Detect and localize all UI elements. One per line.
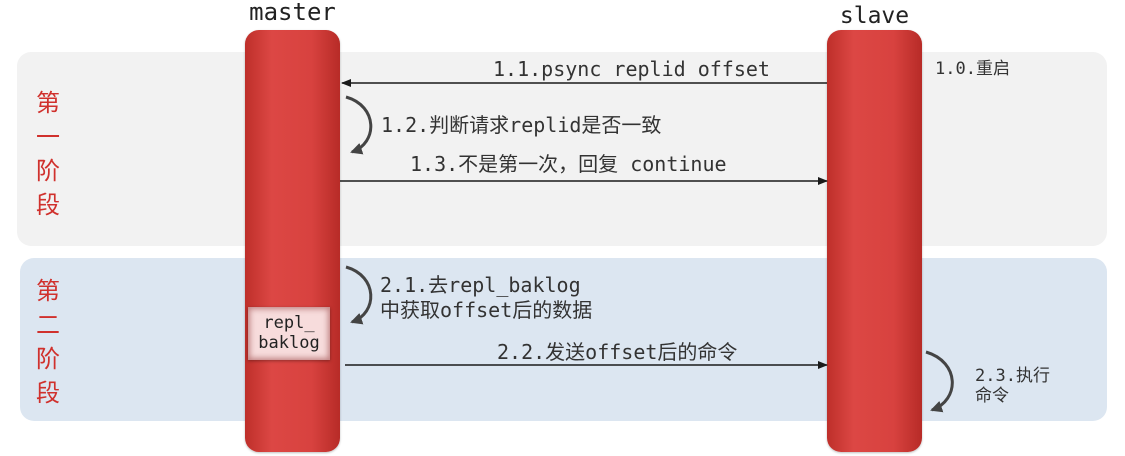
step-2-3-label-line1: 2.3.执行 — [975, 366, 1050, 386]
step-2-1-label-line1: 2.1.去repl_baklog — [380, 273, 581, 297]
step-1-3-label: 1.3.不是第一次，回复 continue — [410, 152, 727, 176]
master-title: master — [249, 0, 336, 26]
step-2-3-label-line2: 命令 — [975, 386, 1009, 406]
loop-1-2-check-replid — [345, 95, 373, 155]
buffer-label-line2: baklog — [258, 333, 320, 353]
repl-baklog-buffer: repl_ baklog — [248, 307, 330, 360]
step-1-0-label: 1.0.重启 — [935, 59, 1010, 79]
step-1-2-label: 1.2.判断请求replid是否一致 — [381, 113, 662, 137]
slave-title: slave — [839, 3, 910, 29]
phase-two-background — [20, 258, 1107, 421]
phase-one-background — [17, 52, 1107, 246]
slave-lifeline — [827, 30, 922, 452]
buffer-label-line1: repl_ — [263, 313, 315, 333]
master-lifeline — [245, 30, 340, 452]
step-2-1-label-line2: 中获取offset后的数据 — [380, 298, 593, 322]
step-1-1-label: 1.1.psync replid offset — [493, 57, 770, 81]
step-2-2-label: 2.2.发送offset后的命令 — [497, 340, 738, 364]
loop-2-1-read-baklog — [345, 265, 373, 325]
phase-two-label: 第二阶段 — [36, 277, 60, 407]
loop-2-3-execute — [925, 350, 954, 413]
phase-one-label: 第一阶段 — [36, 89, 60, 219]
